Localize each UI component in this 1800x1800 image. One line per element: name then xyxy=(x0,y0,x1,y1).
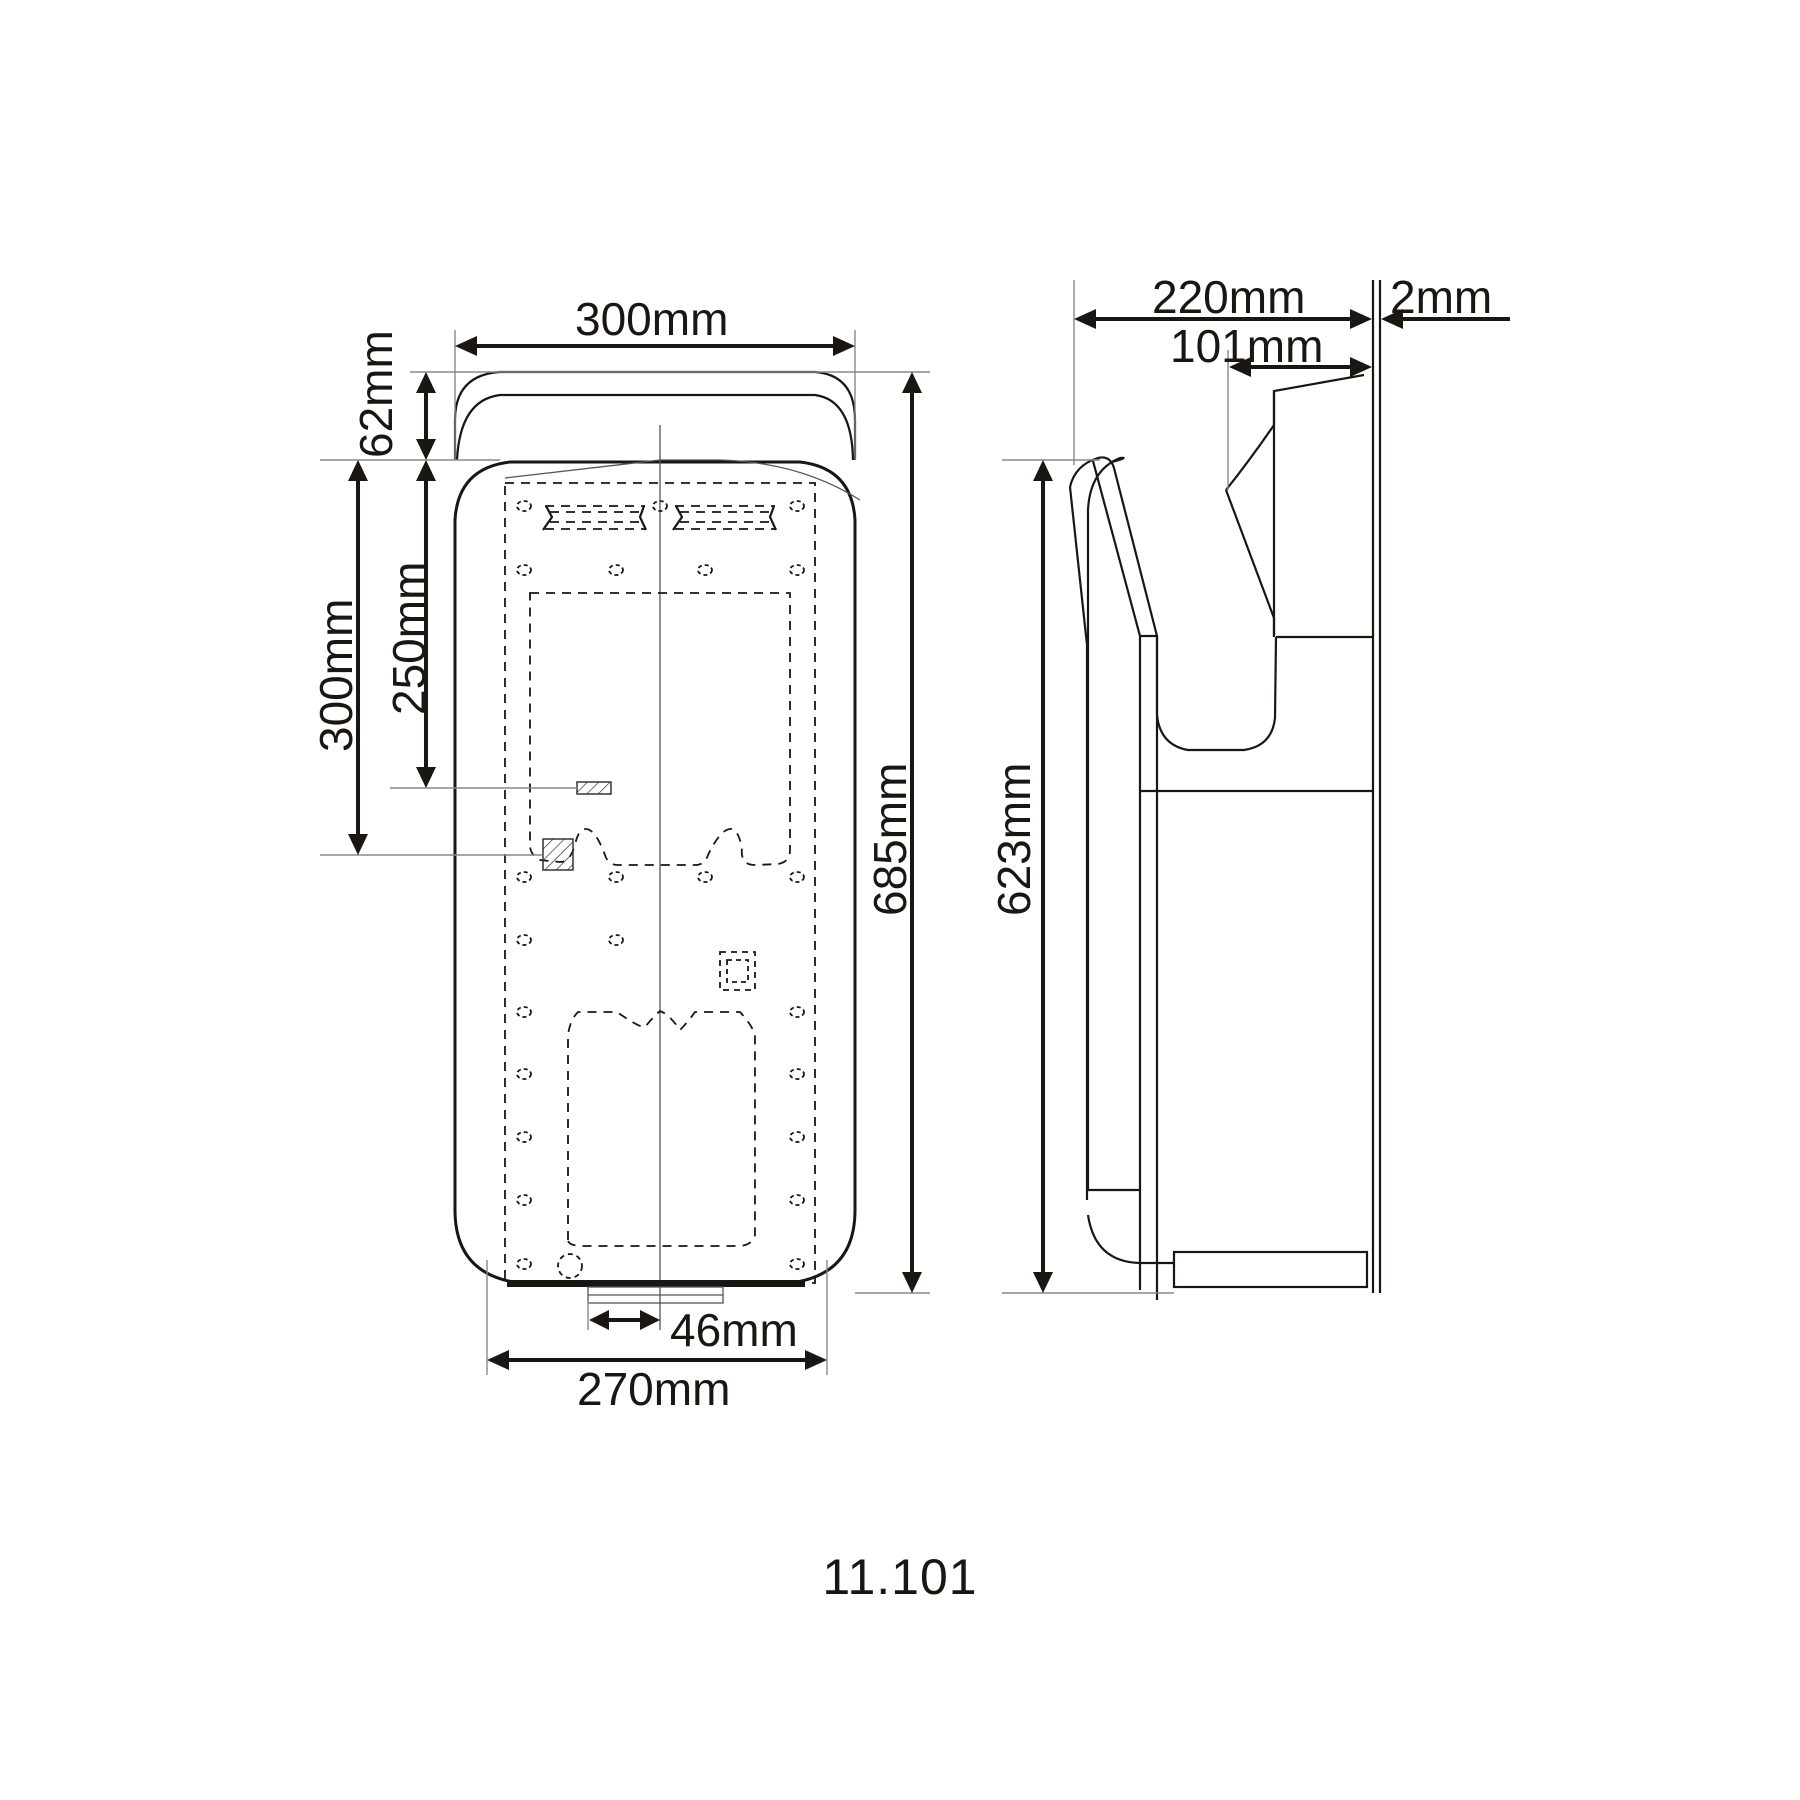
dimension-2mm xyxy=(1381,309,1510,329)
indicator-box-outer xyxy=(719,951,756,991)
bottom-drawer xyxy=(1172,1250,1369,1289)
air-outlet-right xyxy=(672,505,777,531)
label-top-height: 62mm xyxy=(350,330,402,458)
label-overall-width: 300mm xyxy=(575,293,728,345)
side-view xyxy=(1002,280,1382,1300)
base-plate xyxy=(507,1280,805,1287)
model-number: 11.101 xyxy=(822,1549,978,1605)
indicator-box-inner xyxy=(726,959,749,983)
body-outline xyxy=(453,460,857,1285)
dimension-62mm xyxy=(416,372,436,460)
front-view xyxy=(320,330,930,1375)
front-lip-outer xyxy=(1068,456,1159,1300)
air-outlet-left xyxy=(542,505,647,531)
hand-cavity xyxy=(1155,636,1278,752)
sensor-marker xyxy=(576,781,612,795)
rear-nozzle xyxy=(1225,373,1365,491)
dimension-101mm xyxy=(1229,357,1372,377)
water-tank-outline xyxy=(567,1009,756,1247)
front-lip xyxy=(1086,456,1125,1190)
front-face xyxy=(1068,486,1089,1200)
label-upper-depth: 101mm xyxy=(1170,320,1323,372)
dimension-46mm xyxy=(589,1310,660,1330)
label-overall-height: 685mm xyxy=(864,763,916,916)
dimension-623mm xyxy=(1033,460,1053,1293)
label-wall-gap: 2mm xyxy=(1390,271,1492,323)
label-overall-depth: 220mm xyxy=(1152,271,1305,323)
dimension-270mm xyxy=(487,1350,827,1370)
rear-nozzle-lower xyxy=(1224,489,1276,637)
dimension-685mm xyxy=(902,372,922,1293)
dimension-220mm xyxy=(1074,309,1372,329)
top-cap-inner xyxy=(455,393,855,461)
bracket-marker xyxy=(542,838,574,871)
top-cap-outer xyxy=(453,370,857,460)
label-body-height: 623mm xyxy=(988,763,1040,916)
label-mount-to-sensor: 250mm xyxy=(383,562,435,715)
label-drain-offset: 46mm xyxy=(670,1304,798,1356)
dimension-300mm-height xyxy=(348,460,368,855)
top-panel-line xyxy=(504,459,861,501)
label-mount-to-bracket: 300mm xyxy=(310,599,362,752)
front-lip-ridge xyxy=(1091,460,1142,637)
dimension-300mm-width xyxy=(455,336,855,356)
label-base-width: 270mm xyxy=(577,1363,730,1415)
dimension-250mm xyxy=(416,460,436,788)
screw-holes xyxy=(516,500,805,1279)
